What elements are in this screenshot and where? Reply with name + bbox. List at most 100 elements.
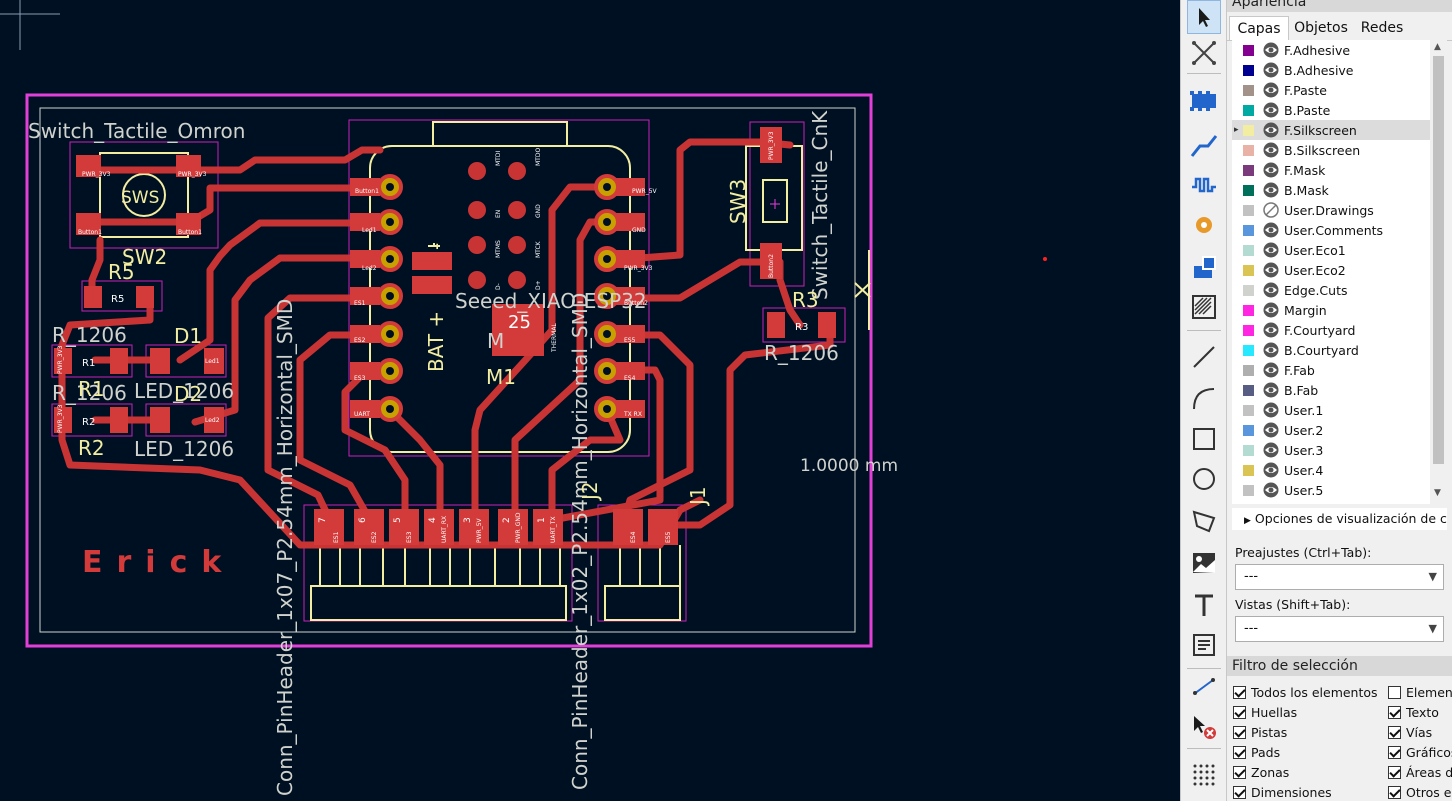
layer-color-swatch[interactable] xyxy=(1243,304,1254,316)
layer-row[interactable]: B.Mask xyxy=(1232,180,1430,200)
add-image-button[interactable] xyxy=(1187,546,1221,580)
eye-icon[interactable] xyxy=(1263,82,1279,98)
eye-icon[interactable] xyxy=(1263,402,1279,418)
layer-row[interactable]: Edge.Cuts xyxy=(1232,280,1430,300)
layer-row[interactable]: User.5 xyxy=(1232,480,1430,500)
checkbox-checked-icon[interactable] xyxy=(1233,785,1246,799)
scroll-thumb[interactable] xyxy=(1433,56,1444,464)
layer-color-swatch[interactable] xyxy=(1243,344,1254,356)
layer-row[interactable]: B.Adhesive xyxy=(1232,60,1430,80)
draw-polygon-button[interactable] xyxy=(1187,504,1221,538)
layer-row[interactable]: B.Courtyard xyxy=(1232,340,1430,360)
filter-checkbox[interactable]: Huellas xyxy=(1233,703,1297,721)
eye-icon[interactable] xyxy=(1263,462,1279,478)
layer-color-swatch[interactable] xyxy=(1243,44,1254,56)
eye-icon[interactable] xyxy=(1263,42,1279,58)
layer-color-swatch[interactable] xyxy=(1243,144,1254,156)
add-text-button[interactable] xyxy=(1187,588,1221,622)
add-textbox-button[interactable] xyxy=(1187,628,1221,662)
layer-color-swatch[interactable] xyxy=(1243,464,1254,476)
scroll-up-icon[interactable]: ▲ xyxy=(1434,42,1441,52)
eye-icon[interactable] xyxy=(1263,102,1279,118)
display-options-toggle[interactable]: ▶Opciones de visualización de capa xyxy=(1232,508,1447,530)
checkbox-checked-icon[interactable] xyxy=(1233,705,1246,719)
layer-row[interactable]: ▸F.Silkscreen xyxy=(1232,120,1430,140)
eye-icon[interactable] xyxy=(1263,242,1279,258)
layer-color-swatch[interactable] xyxy=(1243,404,1254,416)
tab-objetos[interactable]: Objetos xyxy=(1294,20,1348,36)
delete-tool-button[interactable] xyxy=(1187,710,1221,744)
layer-color-swatch[interactable] xyxy=(1243,164,1254,176)
layer-row[interactable]: F.Fab xyxy=(1232,360,1430,380)
checkbox-checked-icon[interactable] xyxy=(1233,725,1246,739)
eye-icon[interactable] xyxy=(1263,182,1279,198)
filter-checkbox[interactable]: Pistas xyxy=(1233,723,1287,741)
filter-checkbox[interactable]: Otros el xyxy=(1388,783,1452,801)
layer-color-swatch[interactable] xyxy=(1243,204,1254,216)
layer-row[interactable]: B.Silkscreen xyxy=(1232,140,1430,160)
layer-color-swatch[interactable] xyxy=(1243,424,1254,436)
layer-row[interactable]: User.4 xyxy=(1232,460,1430,480)
filter-checkbox[interactable]: Pads xyxy=(1233,743,1280,761)
eye-icon[interactable] xyxy=(1263,222,1279,238)
checkbox-unchecked-icon[interactable] xyxy=(1388,685,1401,699)
add-zone-layer-button[interactable] xyxy=(1187,250,1221,284)
eye-icon[interactable] xyxy=(1263,442,1279,458)
checkbox-checked-icon[interactable] xyxy=(1388,765,1401,779)
layer-color-swatch[interactable] xyxy=(1243,284,1254,296)
filter-checkbox[interactable]: Texto xyxy=(1388,703,1439,721)
layer-color-swatch[interactable] xyxy=(1243,244,1254,256)
layer-list-scrollbar[interactable]: ▲ ▼ xyxy=(1430,40,1447,504)
eye-icon[interactable] xyxy=(1263,482,1279,498)
draw-arc-button[interactable] xyxy=(1187,382,1221,416)
scroll-down-icon[interactable]: ▼ xyxy=(1434,488,1441,498)
layer-row[interactable]: User.3 xyxy=(1232,440,1430,460)
layer-row[interactable]: User.Eco2 xyxy=(1232,260,1430,280)
layer-row[interactable]: User.Drawings xyxy=(1232,200,1430,220)
route-track-button[interactable] xyxy=(1187,128,1221,162)
views-select[interactable]: ---▼ xyxy=(1235,616,1444,642)
layer-row[interactable]: F.Courtyard xyxy=(1232,320,1430,340)
eye-icon[interactable] xyxy=(1263,342,1279,358)
pcb-canvas[interactable]: PWR_3V3 PWR_3V3 Button1 Button1 R5 R1 R2… xyxy=(0,0,1180,801)
eye-icon[interactable] xyxy=(1263,362,1279,378)
layer-color-swatch[interactable] xyxy=(1243,444,1254,456)
hidden-layer-icon[interactable] xyxy=(1263,202,1279,218)
layer-row[interactable]: User.Comments xyxy=(1232,220,1430,240)
layer-color-swatch[interactable] xyxy=(1243,184,1254,196)
checkbox-checked-icon[interactable] xyxy=(1388,705,1401,719)
layer-row[interactable]: Margin xyxy=(1232,300,1430,320)
layer-color-swatch[interactable] xyxy=(1243,364,1254,376)
checkbox-checked-icon[interactable] xyxy=(1388,785,1401,799)
draw-rectangle-button[interactable] xyxy=(1187,422,1221,456)
tune-length-button[interactable] xyxy=(1187,168,1221,202)
draw-line-button[interactable] xyxy=(1187,340,1221,374)
checkbox-checked-icon[interactable] xyxy=(1388,745,1401,759)
checkbox-checked-icon[interactable] xyxy=(1233,765,1246,779)
draw-circle-button[interactable] xyxy=(1187,462,1221,496)
eye-icon[interactable] xyxy=(1263,302,1279,318)
local-ratsnest-button[interactable] xyxy=(1187,36,1221,70)
grid-settings-button[interactable] xyxy=(1187,758,1221,792)
layer-row[interactable]: User.1 xyxy=(1232,400,1430,420)
checkbox-checked-icon[interactable] xyxy=(1233,745,1246,759)
layer-color-swatch[interactable] xyxy=(1243,484,1254,496)
layer-row[interactable]: F.Paste xyxy=(1232,80,1430,100)
eye-icon[interactable] xyxy=(1263,282,1279,298)
layer-color-swatch[interactable] xyxy=(1243,124,1254,136)
add-via-button[interactable] xyxy=(1187,208,1221,242)
eye-icon[interactable] xyxy=(1263,142,1279,158)
layer-row[interactable]: B.Paste xyxy=(1232,100,1430,120)
layer-color-swatch[interactable] xyxy=(1243,104,1254,116)
layer-color-swatch[interactable] xyxy=(1243,324,1254,336)
filter-checkbox[interactable]: Elementos xyxy=(1388,683,1452,701)
tab-capas[interactable]: Capas xyxy=(1229,16,1289,40)
layer-color-swatch[interactable] xyxy=(1243,264,1254,276)
filter-checkbox[interactable]: Dimensiones xyxy=(1233,783,1332,801)
select-tool-button[interactable] xyxy=(1187,0,1221,34)
tab-redes[interactable]: Redes xyxy=(1360,20,1404,36)
checkbox-checked-icon[interactable] xyxy=(1233,685,1246,699)
add-filled-zone-button[interactable] xyxy=(1187,290,1221,324)
eye-icon[interactable] xyxy=(1263,122,1279,138)
eye-icon[interactable] xyxy=(1263,322,1279,338)
